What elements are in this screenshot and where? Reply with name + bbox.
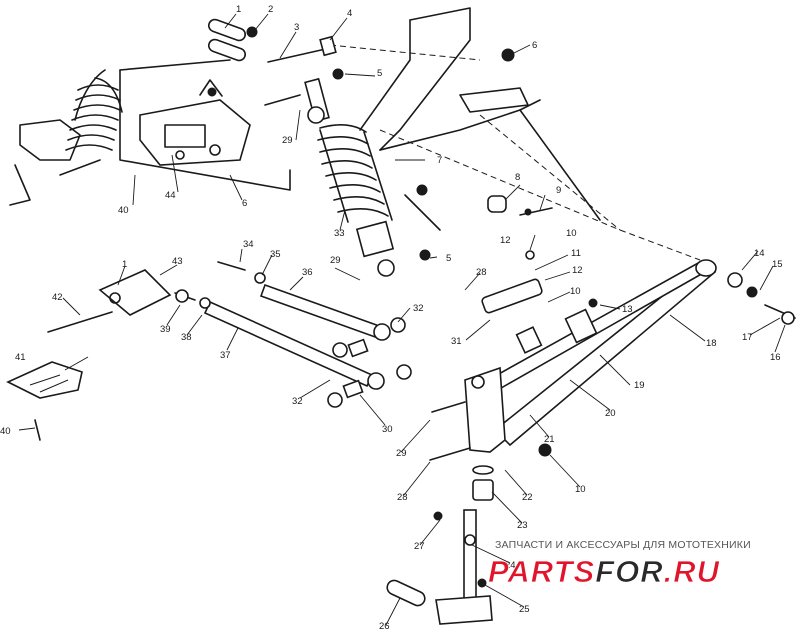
callout-30: 30 bbox=[382, 424, 393, 435]
callout-8: 8 bbox=[515, 172, 520, 183]
callout-11: 11 bbox=[571, 248, 581, 259]
leader-lines bbox=[18, 13, 786, 626]
callout-1b: 1 bbox=[122, 259, 127, 270]
callout-31: 31 bbox=[451, 336, 462, 347]
callout-32: 32 bbox=[413, 303, 424, 314]
callout-28b: 28 bbox=[397, 492, 408, 503]
callout-43: 43 bbox=[172, 256, 183, 267]
callout-38: 38 bbox=[181, 332, 192, 343]
callout-21: 21 bbox=[544, 434, 555, 445]
callout-40b: 40 bbox=[0, 426, 11, 437]
steering-mount-parts bbox=[404, 184, 553, 261]
watermark-logo-for: FOR bbox=[595, 554, 663, 589]
chassis-frame bbox=[119, 7, 701, 261]
callout-labels: 1 2 3 4 5 6 29 7 44 6 40 33 8 9 10 12 11… bbox=[0, 4, 783, 631]
callout-3: 3 bbox=[294, 22, 299, 33]
callout-1: 1 bbox=[236, 4, 241, 15]
callout-16: 16 bbox=[770, 352, 781, 363]
callout-6b: 6 bbox=[242, 198, 247, 209]
callout-36: 36 bbox=[302, 267, 313, 278]
callout-34: 34 bbox=[243, 239, 254, 250]
callout-9: 9 bbox=[556, 185, 561, 196]
callout-26: 26 bbox=[379, 621, 390, 631]
spindle-24 bbox=[386, 366, 506, 625]
callout-5: 5 bbox=[377, 68, 382, 79]
callout-29: 29 bbox=[282, 135, 293, 146]
callout-29c: 29 bbox=[396, 448, 407, 459]
callout-19: 19 bbox=[634, 380, 645, 391]
a-arm-18 bbox=[468, 259, 796, 457]
mount-bracket-44 bbox=[139, 79, 251, 166]
top-fasteners bbox=[207, 18, 515, 106]
callout-44: 44 bbox=[165, 190, 176, 201]
callout-12: 12 bbox=[500, 235, 511, 246]
watermark-logo-parts: PARTS bbox=[488, 554, 595, 589]
callout-6: 6 bbox=[532, 40, 537, 51]
callout-4: 4 bbox=[347, 8, 352, 19]
callout-35: 35 bbox=[270, 249, 281, 260]
watermark-tagline: ЗАПЧАСТИ И АКСЕССУАРЫ ДЛЯ МОТОТЕХНИКИ bbox=[495, 539, 751, 551]
watermark: ЗАПЧАСТИ И АКСЕССУАРЫ ДЛЯ МОТОТЕХНИКИ PA… bbox=[488, 539, 751, 589]
rear-shock-left bbox=[9, 69, 123, 206]
skid-plate-41 bbox=[6, 361, 83, 441]
left-bracket-43 bbox=[47, 269, 196, 333]
callout-28: 28 bbox=[476, 267, 487, 278]
callout-15: 15 bbox=[772, 259, 783, 270]
callout-14: 14 bbox=[754, 248, 765, 259]
callout-37: 37 bbox=[220, 350, 231, 361]
callout-12b: 12 bbox=[572, 265, 583, 276]
callout-41: 41 bbox=[15, 352, 26, 363]
callout-20: 20 bbox=[605, 408, 616, 419]
callout-10c: 10 bbox=[575, 484, 586, 495]
callout-33: 33 bbox=[334, 228, 345, 239]
callout-17: 17 bbox=[742, 332, 753, 343]
callout-29b: 29 bbox=[330, 255, 341, 266]
callout-27: 27 bbox=[414, 541, 425, 552]
callout-42: 42 bbox=[52, 292, 63, 303]
callout-2: 2 bbox=[268, 4, 273, 15]
callout-25: 25 bbox=[519, 604, 530, 615]
watermark-logo: PARTSFOR.RU bbox=[488, 554, 721, 589]
callout-39: 39 bbox=[160, 324, 171, 335]
callout-10: 10 bbox=[566, 228, 577, 239]
tie-rods bbox=[199, 261, 412, 408]
callout-10b: 10 bbox=[570, 286, 581, 297]
callout-5b: 5 bbox=[446, 253, 451, 264]
callout-7: 7 bbox=[437, 155, 442, 166]
callout-18: 18 bbox=[706, 338, 717, 349]
callout-13: 13 bbox=[622, 304, 633, 315]
callout-32b: 32 bbox=[292, 396, 303, 407]
watermark-logo-ru: .RU bbox=[664, 554, 721, 589]
callout-40: 40 bbox=[118, 205, 129, 216]
front-shock-33 bbox=[304, 77, 395, 277]
callout-23: 23 bbox=[517, 520, 528, 531]
callout-22: 22 bbox=[522, 492, 533, 503]
callout-24: 24 bbox=[505, 560, 516, 571]
